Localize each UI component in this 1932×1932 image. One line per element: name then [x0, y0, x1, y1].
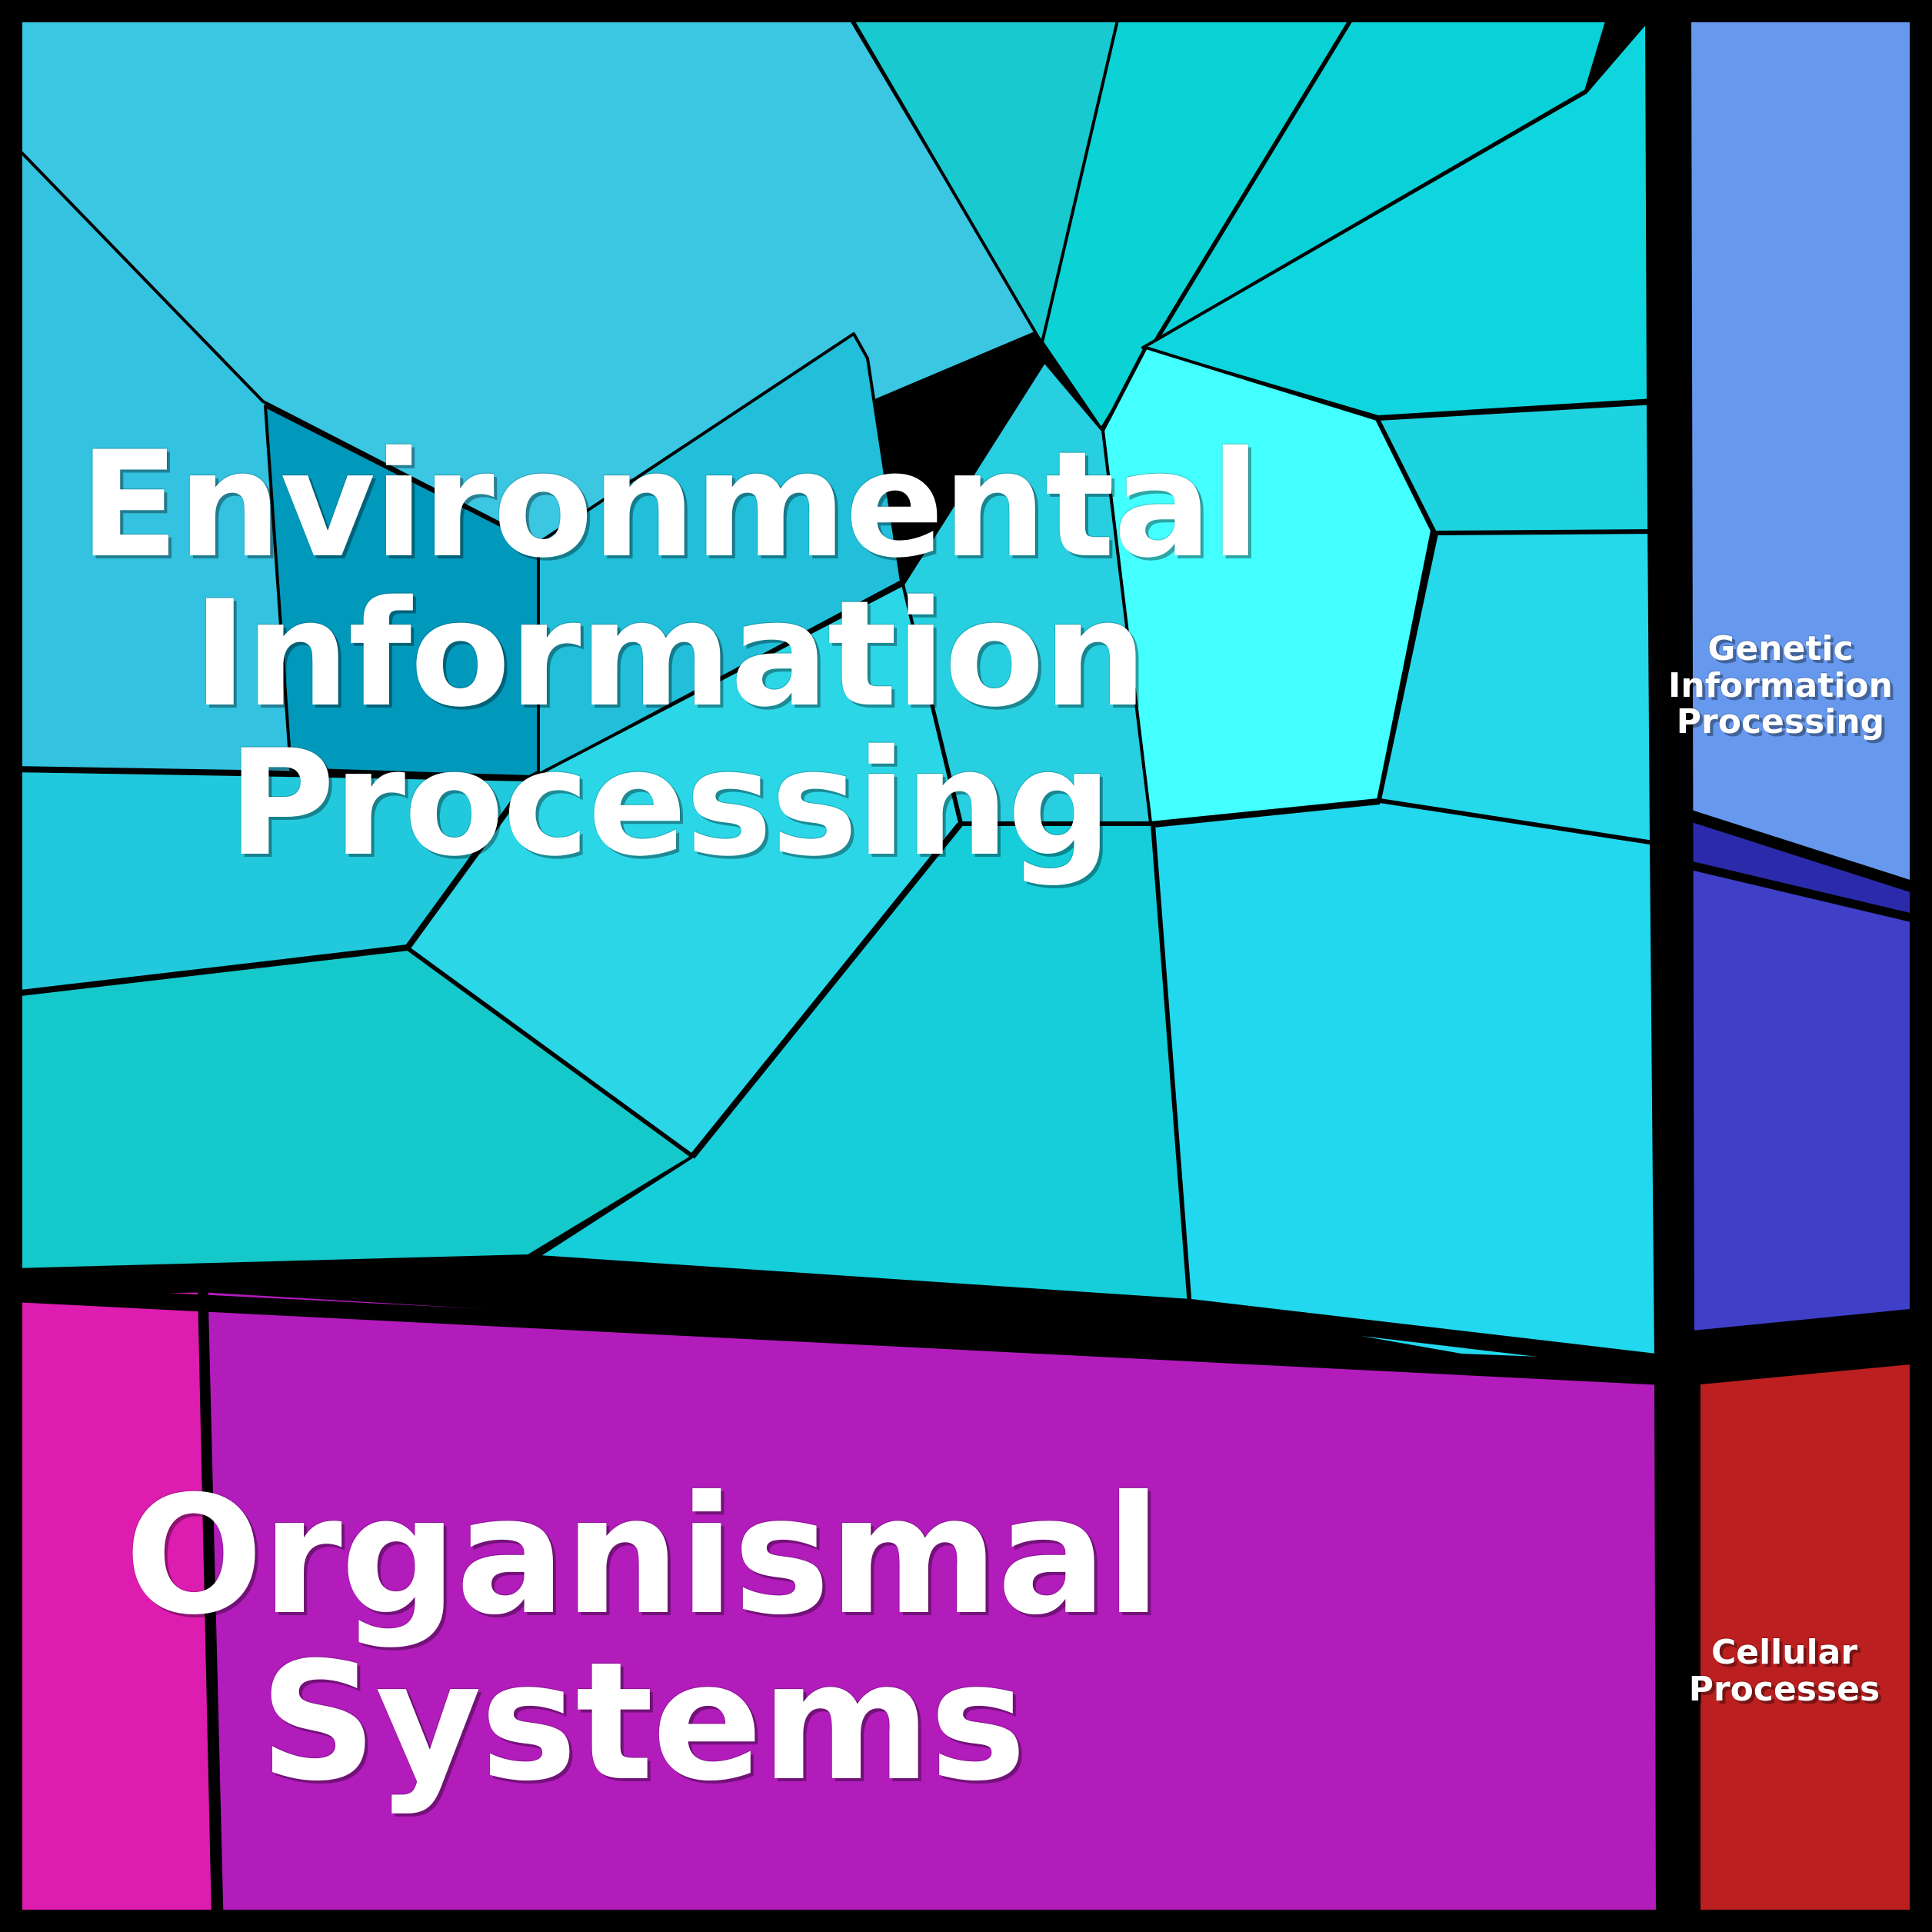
- eip-cell[interactable]: [537, 332, 903, 777]
- gip-cell[interactable]: [1682, 862, 1920, 1342]
- os-cell[interactable]: [12, 1288, 218, 1920]
- region-cellular-processes[interactable]: [1690, 1353, 1920, 1920]
- eip-cell[interactable]: [1152, 800, 1664, 1364]
- region-outline: [689, 822, 963, 1159]
- os-cell[interactable]: [204, 1288, 1667, 1920]
- gip-cell[interactable]: [1681, 12, 1920, 887]
- eip-cell[interactable]: [1141, 14, 1655, 418]
- region-outline: [1153, 798, 1381, 828]
- region-outline: [13, 776, 534, 997]
- region-outline: [1681, 808, 1920, 894]
- region-environmental-information-processing[interactable]: [12, 12, 1664, 1364]
- region-outline: [1683, 861, 1920, 924]
- region-outline: [13, 766, 531, 781]
- region-genetic-information-processing[interactable]: [1681, 12, 1920, 1342]
- region-outline: [5, 5, 1672, 1373]
- region-outline: [198, 1290, 219, 1919]
- region-organismal-systems[interactable]: [12, 1288, 1667, 1920]
- cp-cell[interactable]: [1690, 1353, 1920, 1920]
